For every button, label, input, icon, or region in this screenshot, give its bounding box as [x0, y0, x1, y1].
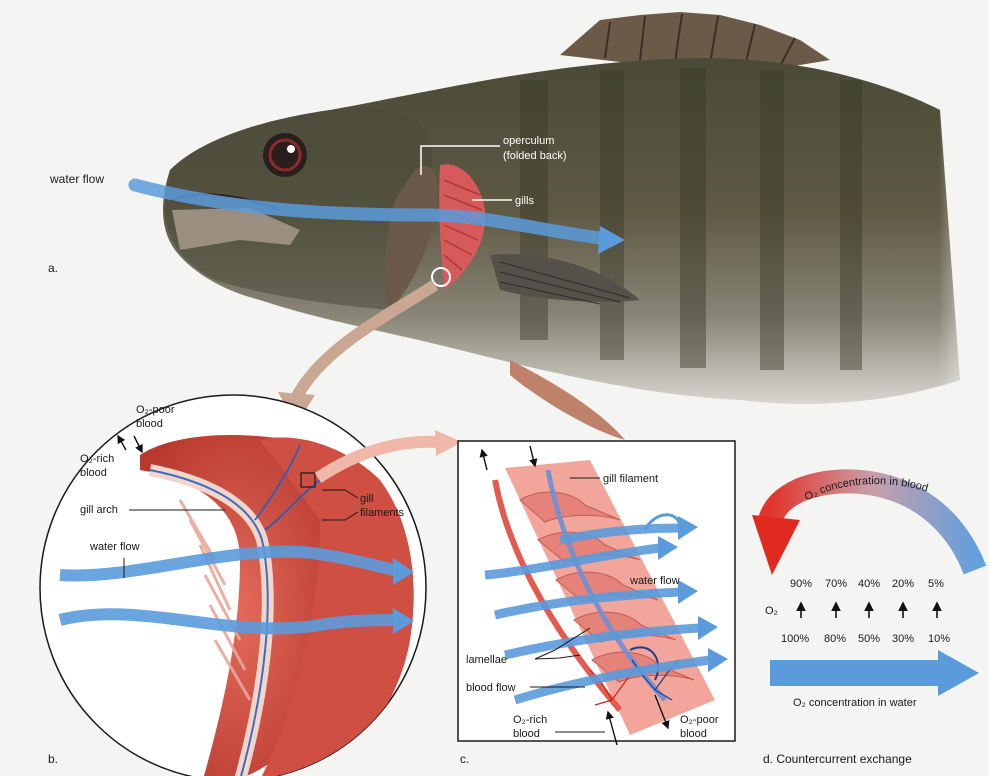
fish-illustration [135, 12, 989, 440]
water-percent-2: 50% [858, 633, 880, 645]
blood-percent-3: 20% [892, 578, 914, 590]
blood-percent-row: 90% 70% 40% 20% 5% [790, 578, 944, 590]
water-percent-0: 100% [781, 633, 809, 645]
label-o2-rich-c-2: blood [513, 728, 540, 740]
water-percent-row: 100% 80% 50% 30% 10% [781, 633, 950, 645]
label-o2-poor-c-2: blood [680, 728, 707, 740]
label-water-concentration: O₂ concentration in water [793, 697, 917, 709]
label-gill-arch: gill arch [80, 504, 118, 516]
panel-c-letter: c. [460, 752, 469, 766]
label-operculum-1: operculum [503, 135, 554, 147]
label-gill-filaments-1: gill [360, 493, 373, 505]
blood-percent-2: 40% [858, 578, 880, 590]
water-concentration-arrowhead [938, 650, 979, 696]
label-gills: gills [515, 195, 534, 207]
panel-c-box [458, 441, 735, 745]
label-o2-poor-c-1: O₂-poor [680, 714, 719, 726]
label-gill-filament-c: gill filament [603, 473, 658, 485]
label-o2-rich-c-1: O₂-rich [513, 714, 547, 726]
water-percent-4: 10% [928, 633, 950, 645]
water-percent-3: 30% [892, 633, 914, 645]
label-o2-rich-b-1: O₂-rich [80, 453, 114, 465]
label-o2-poor-b-2: blood [136, 418, 163, 430]
label-water-flow-b: water flow [89, 541, 140, 553]
panel-b-letter: b. [48, 752, 58, 766]
label-water-flow-c: water flow [629, 575, 680, 587]
water-concentration-arrow [770, 660, 940, 686]
label-blood-flow: blood flow [466, 682, 516, 694]
label-gill-filaments-2: filaments [360, 507, 405, 519]
label-operculum-2: (folded back) [503, 150, 567, 162]
label-lamellae: lamellae [466, 654, 507, 666]
panel-d-caption: d. Countercurrent exchange [763, 752, 912, 766]
blood-percent-0: 90% [790, 578, 812, 590]
blood-concentration-arrow [770, 481, 975, 570]
label-o2-rich-b-2: blood [80, 467, 107, 479]
blood-percent-1: 70% [825, 578, 847, 590]
blood-concentration-arrowhead [752, 515, 800, 575]
label-o2-poor-b-1: O₂-poor [136, 404, 175, 416]
label-o2-symbol: O₂ [765, 605, 778, 617]
blood-percent-4: 5% [928, 578, 944, 590]
water-percent-1: 80% [824, 633, 846, 645]
panel-a-letter: a. [48, 261, 58, 275]
label-water-flow-a: water flow [49, 172, 104, 186]
diffusion-arrows [801, 603, 937, 618]
